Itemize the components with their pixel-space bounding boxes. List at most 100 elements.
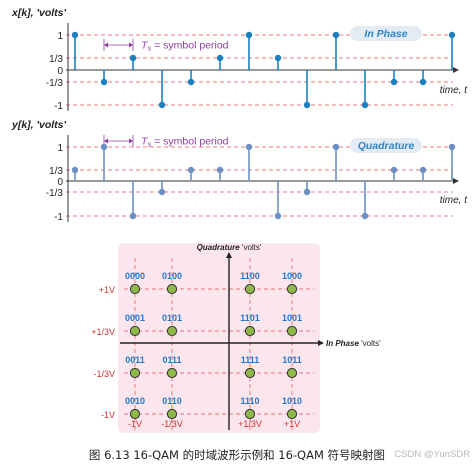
level-label-x: -1/3V (161, 419, 183, 429)
stem-marker (71, 166, 79, 174)
y-axis-label: x[k], 'volts' (11, 7, 67, 19)
quadrature-stem-plot: 1 1/30-1/3 -1 y[k], 'volts' time, t Quadratur… (11, 119, 468, 223)
y-tick-label: 1 (57, 31, 63, 42)
symbol-code: 0111 (162, 355, 181, 365)
stem-marker (274, 212, 282, 220)
constellation-point (129, 367, 141, 379)
constellation-point (244, 367, 256, 379)
symbol-code: 1111 (241, 355, 260, 365)
stem-marker (419, 78, 427, 86)
stem-marker (245, 31, 253, 39)
symbol-code: 1001 (282, 313, 302, 323)
stem-marker (448, 143, 456, 151)
time-axis-arrow (453, 67, 459, 73)
y-tick-label: -1/3 (46, 188, 64, 199)
constellation-diagram: Quadrature 'volts' In Phase 'volts' +1V +1/… (91, 243, 381, 433)
constellation-point (166, 283, 178, 295)
stem-marker (448, 31, 456, 39)
y-tick-label: 1 (57, 143, 63, 154)
stem-marker (274, 54, 282, 62)
symbol-code: 0100 (162, 271, 182, 281)
level-label-y: +1/3V (91, 327, 115, 337)
constellation-point (129, 283, 141, 295)
symbol-code: 1110 (240, 396, 259, 406)
badge-pill (350, 26, 422, 41)
level-label-x: +1/3V (238, 419, 262, 429)
symbol-code: 1010 (282, 396, 302, 406)
level-label-y: -1V (101, 410, 115, 420)
in-phase-axis-label: In Phase 'volts' (326, 339, 381, 348)
symbol-code: 1101 (240, 313, 260, 323)
stem-marker (361, 101, 369, 109)
symbol-code: 1100 (240, 271, 260, 281)
stem-marker (216, 54, 224, 62)
symbol-code: 0110 (162, 396, 182, 406)
time-axis-arrow (453, 178, 459, 184)
stem-marker (419, 166, 427, 174)
symbol-code: 1000 (282, 271, 302, 281)
constellation-point (244, 325, 256, 337)
figure-caption: 图 6.13 16-QAM 的时域波形示例和 16-QAM 符号映射图 (88, 448, 386, 462)
constellation-point (166, 408, 178, 420)
y-tick-label: -1 (54, 212, 63, 223)
stem-marker (187, 166, 195, 174)
y-tick-label: 0 (57, 66, 63, 77)
symbol-code: 1011 (282, 355, 302, 365)
stem-marker (303, 101, 311, 109)
constellation-point (286, 367, 298, 379)
symbol-code: 0011 (125, 355, 145, 365)
stem-marker (158, 101, 166, 109)
stem-marker (361, 212, 369, 220)
y-tick-label: -1/3 (46, 78, 64, 89)
stem-marker (303, 188, 311, 196)
constellation-point (286, 325, 298, 337)
constellation-point (286, 283, 298, 295)
stem-marker (129, 54, 137, 62)
level-label-y: +1V (99, 285, 115, 295)
constellation-point (166, 367, 178, 379)
y-tick-label: -1 (54, 101, 63, 112)
y-tick-label: 0 (57, 177, 63, 188)
symbol-code: 0101 (162, 313, 182, 323)
constellation-point (129, 325, 141, 337)
stem-marker (158, 188, 166, 196)
stem-marker (71, 31, 79, 39)
stem-marker (245, 143, 253, 151)
constellation-point (244, 283, 256, 295)
stem-marker (390, 78, 398, 86)
x-axis-label: time, t (440, 85, 468, 96)
stem-marker (332, 143, 340, 151)
x-axis-label: time, t (440, 195, 468, 206)
constellation-point (286, 408, 298, 420)
stem-marker (100, 78, 108, 86)
y-tick-label: 1/3 (49, 54, 63, 65)
y-axis-label: y[k], 'volts' (11, 119, 67, 131)
period-arrowhead (104, 138, 108, 144)
y-tick-label: 1/3 (49, 166, 63, 177)
symbol-code: 0010 (125, 396, 145, 406)
quadrature-axis-arrow (226, 252, 232, 258)
period-label: Ts = symbol period (141, 136, 229, 149)
badge-label: In Phase (364, 28, 407, 40)
level-label-y: -1/3V (93, 369, 115, 379)
watermark: CSDN @YunSDR (394, 449, 470, 460)
period-arrowhead (129, 42, 133, 48)
stem-marker (332, 31, 340, 39)
period-label: Ts = symbol period (141, 40, 229, 53)
quadrature-axis-label: Quadrature 'volts' (197, 243, 262, 252)
symbol-code: 0001 (125, 313, 145, 323)
badge-label: Quadrature (358, 140, 415, 152)
constellation-point (244, 408, 256, 420)
stem-marker (129, 212, 137, 220)
level-label-x: +1V (284, 419, 300, 429)
in-phase-axis-arrow (318, 340, 324, 346)
symbol-code: 0000 (125, 271, 145, 281)
level-label-x: -1V (128, 419, 142, 429)
in-phase-stem-plot: 1 1/30-1/3 -1 x[k], 'volts' time, t In PhaseT… (11, 7, 468, 112)
stem-marker (187, 78, 195, 86)
period-arrowhead (129, 138, 133, 144)
constellation-point (166, 325, 178, 337)
stem-marker (216, 166, 224, 174)
period-arrowhead (104, 42, 108, 48)
